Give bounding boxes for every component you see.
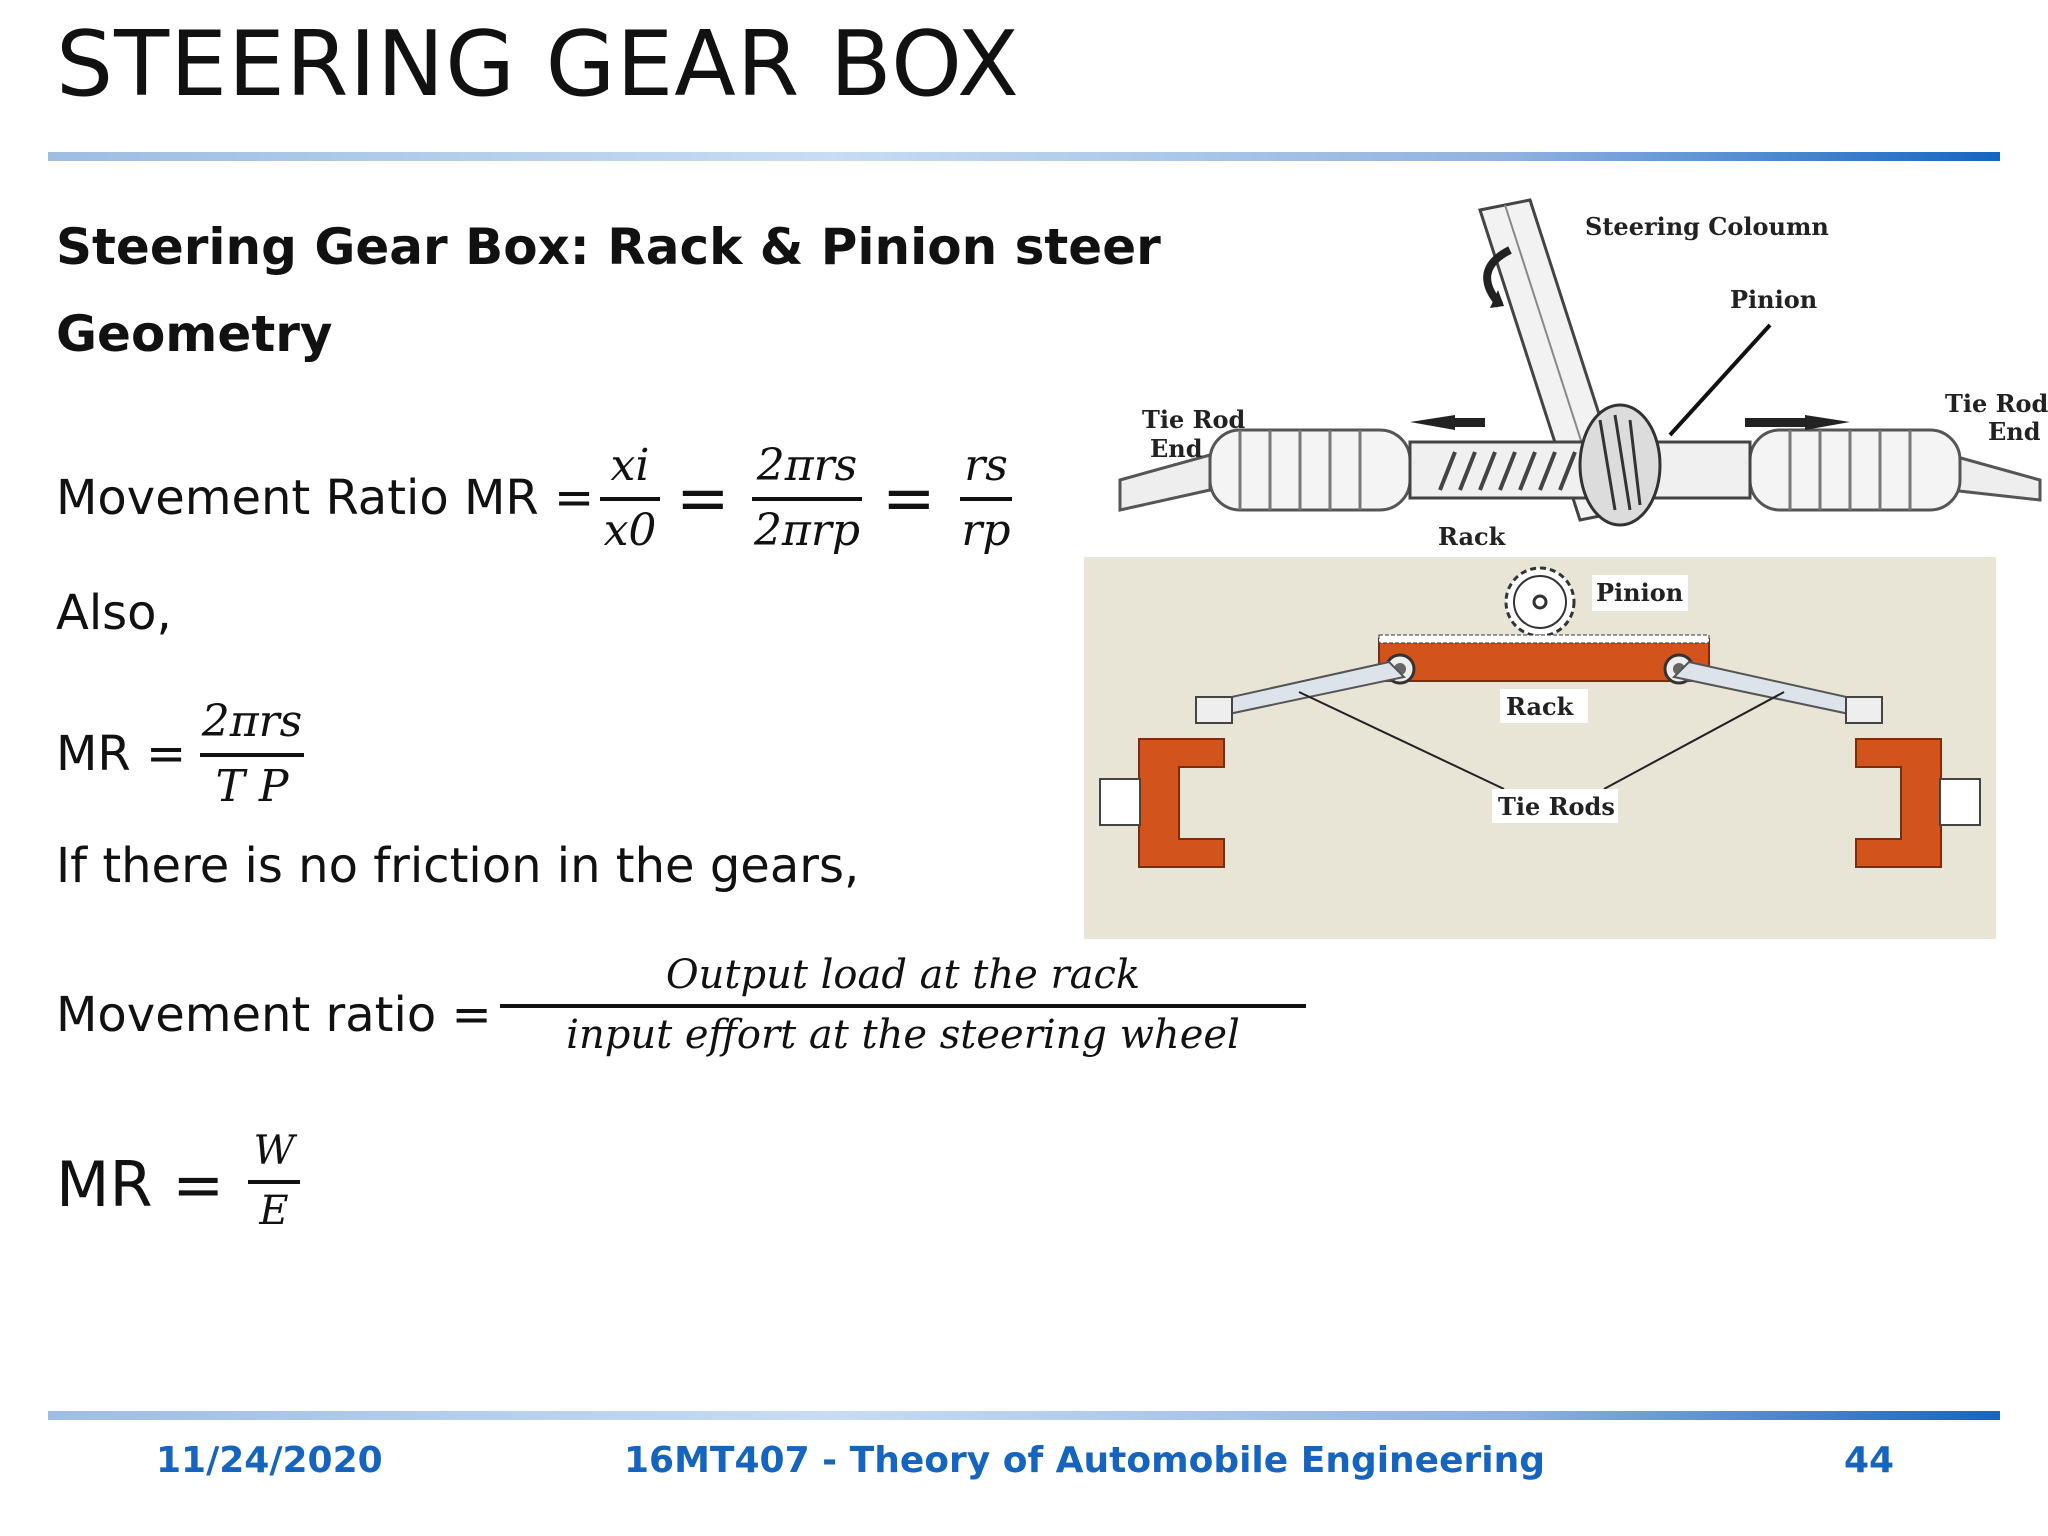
fraction-numerator: Output load at the rack xyxy=(500,952,1306,1008)
fraction-denominator: T P xyxy=(215,761,289,812)
fraction-denominator: E xyxy=(259,1188,289,1234)
movement-ratio-label-2: Movement ratio = xyxy=(56,987,492,1043)
fraction-denominator: rp xyxy=(961,505,1011,556)
right-bellows xyxy=(1748,428,1962,512)
label-pinion-bottom: Pinion xyxy=(1596,578,1683,607)
footer-divider xyxy=(48,1411,2000,1420)
fraction-2pirs-tp: 2πrs T P xyxy=(200,696,304,812)
footer-course: 16MT407 - Theory of Automobile Engineeri… xyxy=(624,1440,1546,1481)
fraction-denominator: input effort at the steering wheel xyxy=(566,1012,1240,1058)
slide-title: STEERING GEAR BOX xyxy=(56,12,1020,117)
label-tie-rod-end-right-2: End xyxy=(1988,417,2041,446)
fraction-numerator: 2πrs xyxy=(752,440,862,501)
equals-sign: = xyxy=(676,462,730,536)
no-friction-text: If there is no friction in the gears, xyxy=(56,838,860,894)
subtitle-line-2: Geometry xyxy=(56,305,333,363)
left-bellows xyxy=(1208,428,1412,512)
fraction-xi-x0: xi x0 xyxy=(600,440,660,556)
footer-date: 11/24/2020 xyxy=(156,1440,383,1481)
fraction-numerator: 2πrs xyxy=(200,696,304,757)
rack-bar xyxy=(1378,638,1710,682)
fraction-2pirs-2pirp: 2πrs 2πrp xyxy=(752,440,862,556)
mr-label-2: MR = xyxy=(56,726,187,782)
fraction-rs-rp: rs rp xyxy=(960,440,1012,556)
label-tie-rods: Tie Rods xyxy=(1498,792,1615,821)
footer-page-number: 44 xyxy=(1844,1440,1895,1481)
fraction-load-effort: Output load at the rack input effort at … xyxy=(500,952,1306,1058)
label-tie-rod-end-left-1: Tie Rod xyxy=(1142,405,1246,434)
fraction-denominator: 2πrp xyxy=(753,505,861,556)
label-tie-rod-end-left-2: End xyxy=(1150,434,1203,463)
rack-tie-rods-diagram: Pinion Rack Tie Rods xyxy=(1084,557,1996,939)
label-pinion-top: Pinion xyxy=(1730,285,1817,314)
mr-label-3: MR = xyxy=(56,1148,225,1221)
fraction-numerator: rs xyxy=(960,440,1012,501)
label-steering-column: Steering Coloumn xyxy=(1585,212,1829,241)
fraction-numerator: xi xyxy=(600,440,660,501)
movement-ratio-label: Movement Ratio MR = xyxy=(56,470,595,526)
title-divider xyxy=(48,152,2000,161)
subtitle-line-1: Steering Gear Box: Rack & Pinion steer xyxy=(56,218,1161,276)
fraction-w-e: W E xyxy=(248,1128,300,1234)
label-tie-rod-end-right-1: Tie Rod xyxy=(1945,389,2048,418)
label-rack-top: Rack xyxy=(1438,522,1507,550)
fraction-numerator: W xyxy=(248,1128,300,1184)
also-text: Also, xyxy=(56,585,172,641)
rack-pinion-assembly-diagram: Steering Coloumn Pinion Tie Rod End Tie … xyxy=(1118,198,2048,550)
label-rack-bottom: Rack xyxy=(1506,692,1575,721)
fraction-denominator: x0 xyxy=(603,505,657,556)
equals-sign: = xyxy=(882,462,936,536)
pinion-gear xyxy=(1504,566,1576,638)
